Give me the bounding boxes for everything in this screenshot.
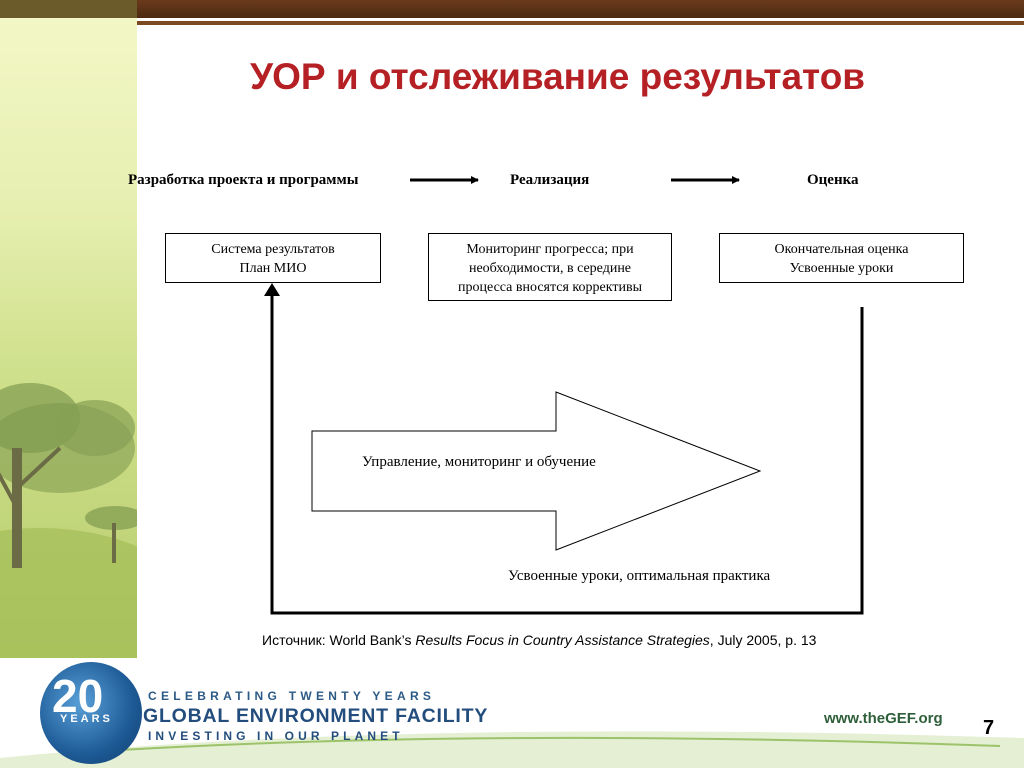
source-prefix: Источник: World Bank’s [262, 632, 415, 648]
big-arrow-label: Управление, мониторинг и обучение [362, 452, 722, 472]
celebrating-text: CELEBRATING TWENTY YEARS [148, 689, 435, 703]
page-number: 7 [983, 717, 994, 740]
feedback-label: Усвоенные уроки, оптимальная практика [508, 566, 828, 586]
source-citation: Источник: World Bank’s Results Focus in … [262, 630, 962, 650]
box-line: Система результатов [166, 240, 380, 259]
box-line: Усвоенные уроки [720, 259, 963, 278]
results-system-box: Система результатов План МИО [165, 233, 381, 283]
website-url[interactable]: www.theGEF.org [824, 710, 943, 727]
box-line: Мониторинг прогресса; при [429, 240, 671, 259]
source-title: Results Focus in Country Assistance Stra… [415, 632, 709, 648]
box-line: Окончательная оценка [720, 240, 963, 259]
box-line: необходимости, в середине [429, 259, 671, 278]
progress-monitoring-box: Мониторинг прогресса; при необходимости,… [428, 233, 672, 301]
organization-name: GLOBAL ENVIRONMENT FACILITY [143, 705, 488, 728]
logo-years: YEARS [60, 713, 140, 725]
box-line: План МИО [166, 259, 380, 278]
tagline-text: INVESTING IN OUR PLANET [148, 729, 404, 743]
final-evaluation-box: Окончательная оценка Усвоенные уроки [719, 233, 964, 283]
box-line: процесса вносятся коррективы [429, 278, 671, 297]
source-suffix: , July 2005, p. 13 [710, 632, 817, 648]
feedback-arrowhead [264, 283, 280, 296]
